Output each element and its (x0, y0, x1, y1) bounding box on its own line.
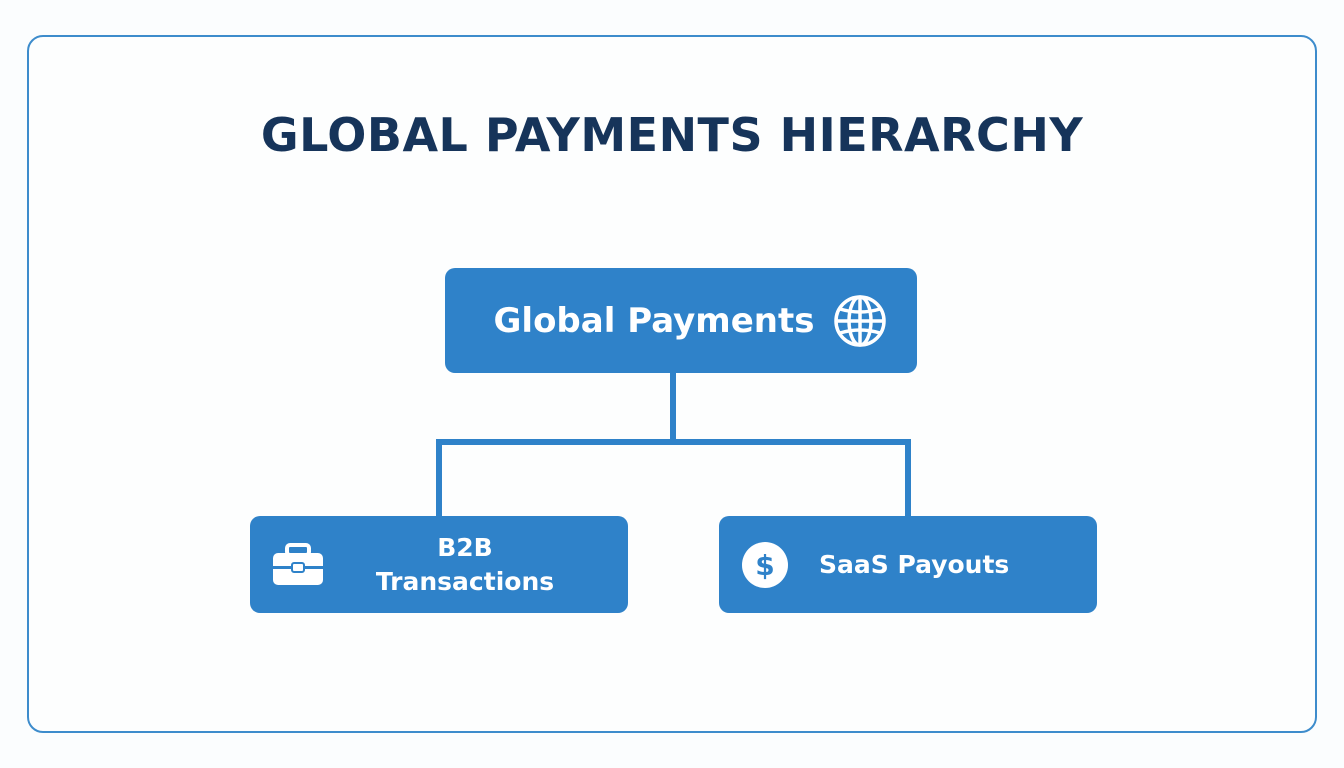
child-node-label: SaaS Payouts (819, 550, 1010, 579)
dollar-coin-icon: $ (741, 541, 789, 589)
child-node-label: B2B Transactions (340, 531, 590, 599)
globe-icon (832, 293, 888, 349)
diagram-title: GLOBAL PAYMENTS HIERARCHY (260, 108, 1084, 162)
root-node-global-payments: Global Payments (445, 268, 917, 373)
child-node-saas-payouts: $ SaaS Payouts (719, 516, 1097, 613)
label-line-1: B2B (437, 533, 493, 562)
root-node-label: Global Payments (493, 300, 815, 341)
briefcase-icon (272, 543, 324, 587)
child-node-b2b-transactions: B2B Transactions (250, 516, 628, 613)
svg-text:$: $ (755, 549, 774, 582)
label-line-2: Transactions (375, 567, 555, 596)
